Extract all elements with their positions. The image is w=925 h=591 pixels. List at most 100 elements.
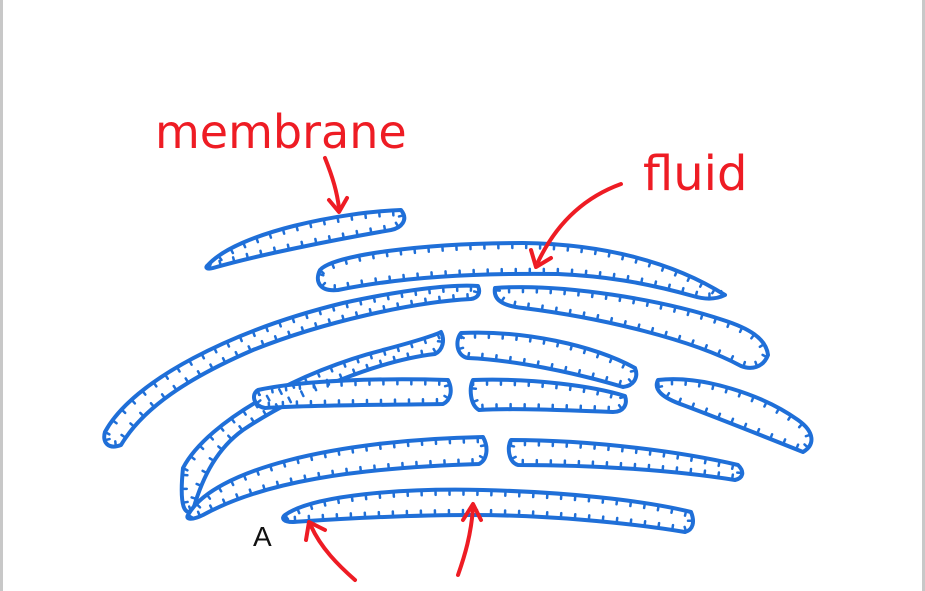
membrane-stud (295, 456, 300, 465)
membrane-stud (303, 474, 307, 482)
membrane-stud (392, 441, 396, 449)
membrane-stud (208, 434, 215, 441)
membrane-stud (397, 214, 406, 218)
membrane-stud (189, 454, 196, 461)
membrane-stud (268, 231, 273, 239)
membrane-stud (699, 312, 704, 320)
membrane-stud (673, 305, 677, 313)
membrane-stud (229, 479, 235, 487)
membrane-stud (272, 246, 277, 254)
membrane-stud (499, 296, 506, 304)
membrane-stud (683, 525, 688, 533)
membrane-stud (385, 249, 389, 258)
membrane-stud (738, 326, 744, 334)
membrane-stud (623, 320, 627, 328)
membrane-stud (287, 396, 293, 404)
membrane-stud (322, 218, 326, 226)
membrane-stud (296, 507, 301, 515)
membrane-stud (364, 444, 368, 452)
membrane-stud (350, 494, 354, 503)
membrane-stud (803, 443, 810, 450)
membrane-stud (593, 247, 598, 256)
membrane-stud (330, 261, 336, 269)
bottom-arrow-right-head (461, 502, 483, 522)
membrane-stud (677, 334, 682, 343)
membrane-stud (284, 384, 288, 392)
membrane-stud (205, 263, 212, 270)
membrane-stud (358, 298, 363, 306)
membrane-stud (160, 393, 167, 400)
membrane-stud (438, 295, 442, 304)
membrane-stud (729, 417, 735, 425)
membrane-stud (103, 437, 111, 442)
marker-a-label: A (253, 521, 272, 552)
membrane-stud (329, 365, 334, 373)
membrane-stud (364, 492, 368, 501)
membrane-stud (309, 502, 314, 511)
membrane-stud (676, 452, 680, 460)
membrane-stud (568, 308, 572, 317)
membrane-stud (195, 482, 203, 488)
membrane-stud (254, 236, 260, 244)
membrane-stud (595, 314, 600, 322)
membrane-stud (667, 283, 671, 291)
membrane-stud (458, 334, 465, 340)
membrane-stud (761, 353, 769, 359)
membrane-stud (273, 335, 279, 343)
membrane-stud (350, 213, 354, 221)
membrane-stud (716, 471, 721, 479)
membrane-stud (750, 395, 755, 403)
membrane-stud (580, 245, 584, 254)
membrane-stud (509, 455, 517, 461)
membrane-stud (368, 307, 373, 316)
membrane-stud (281, 516, 290, 521)
membrane-stud (424, 297, 428, 305)
membrane-stud (466, 351, 471, 360)
membrane-stud (371, 252, 375, 260)
membrane-stud (711, 287, 717, 295)
membrane-stud (690, 402, 695, 410)
membrane-stud (634, 446, 638, 455)
membrane-stud (152, 381, 158, 388)
membrane-stud (111, 418, 118, 425)
membrane-stud (187, 505, 193, 513)
membrane-stud (205, 493, 212, 500)
cisternae-group (102, 208, 814, 534)
fluid-label: fluid (643, 146, 747, 202)
membrane-stud (596, 388, 600, 396)
membrane-stud (643, 520, 647, 528)
membrane-stud (300, 240, 304, 248)
membrane-stud (217, 445, 224, 451)
membrane-stud (289, 477, 294, 485)
membrane-stud (217, 485, 223, 493)
membrane-stud (758, 342, 766, 349)
membrane-stud (346, 281, 350, 290)
membrane-stud (317, 471, 321, 480)
membrane-stud (268, 464, 273, 472)
membrane-stud (359, 465, 363, 474)
membrane-stud (615, 516, 619, 525)
membrane-stud (172, 384, 178, 392)
membrane-arrow (323, 156, 341, 210)
membrane-studs (103, 209, 812, 533)
membrane-stud (656, 378, 660, 387)
membrane-stud (300, 326, 305, 334)
membrane-stud (175, 365, 181, 373)
membrane-stud (341, 314, 346, 322)
membrane-stud (621, 253, 625, 261)
membrane-stud (304, 311, 309, 320)
cisterna-left-long (102, 283, 482, 449)
membrane-stud (181, 466, 189, 472)
membrane-stud (392, 355, 397, 364)
membrane-stud (436, 339, 445, 344)
cisterna-lower-left (185, 435, 489, 521)
membrane-stud (114, 440, 118, 448)
membrane-stud (713, 316, 718, 324)
membrane-stud (577, 289, 581, 297)
membrane-stud (536, 360, 540, 368)
membrane-stud (217, 254, 223, 262)
membrane-label: membrane (155, 105, 407, 159)
membrane-stud (291, 316, 296, 324)
membrane-stud (308, 220, 313, 229)
